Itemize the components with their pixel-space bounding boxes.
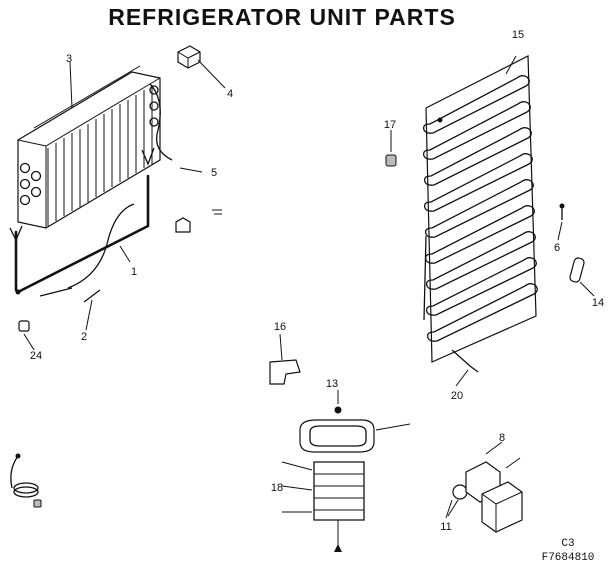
callout-2: 2 [81,331,87,343]
callout-14: 14 [592,297,604,309]
part-wire-harness [10,453,42,508]
part-14 [569,257,585,283]
callout-15: 15 [512,29,524,41]
part-condenser [17,65,173,229]
part-13 [334,406,342,414]
leader-lines [23,55,595,517]
part-tubing [9,147,155,303]
callout-20: 20 [451,390,463,402]
callout-17: 17 [384,119,396,131]
callout-3: 3 [66,53,72,65]
callout-24: 24 [30,350,42,362]
callout-16: 16 [274,321,286,333]
part-16 [269,359,301,385]
section-code: C3 [561,538,574,550]
callout-6: 6 [554,242,560,254]
part-relay [445,441,523,533]
callout-11: 11 [440,521,451,533]
callout-13: 13 [326,378,338,390]
part-bracket [175,209,222,233]
part-6 [559,203,565,220]
callout-labels: 3 4 5 1 2 24 15 17 6 14 20 16 13 18 8 11 [30,29,604,533]
callout-18: 18 [271,482,283,494]
part-code: F7684810 [542,552,595,564]
part-light-housing [281,419,411,552]
callout-8: 8 [499,432,505,444]
part-17 [385,154,397,167]
diagram-title: REFRIGERATOR UNIT PARTS [108,4,456,30]
callout-5: 5 [211,167,217,179]
part-4 [177,45,201,69]
callout-4: 4 [227,88,233,100]
callout-1: 1 [131,266,137,278]
part-evaporator [422,55,538,373]
part-24 [18,320,30,332]
